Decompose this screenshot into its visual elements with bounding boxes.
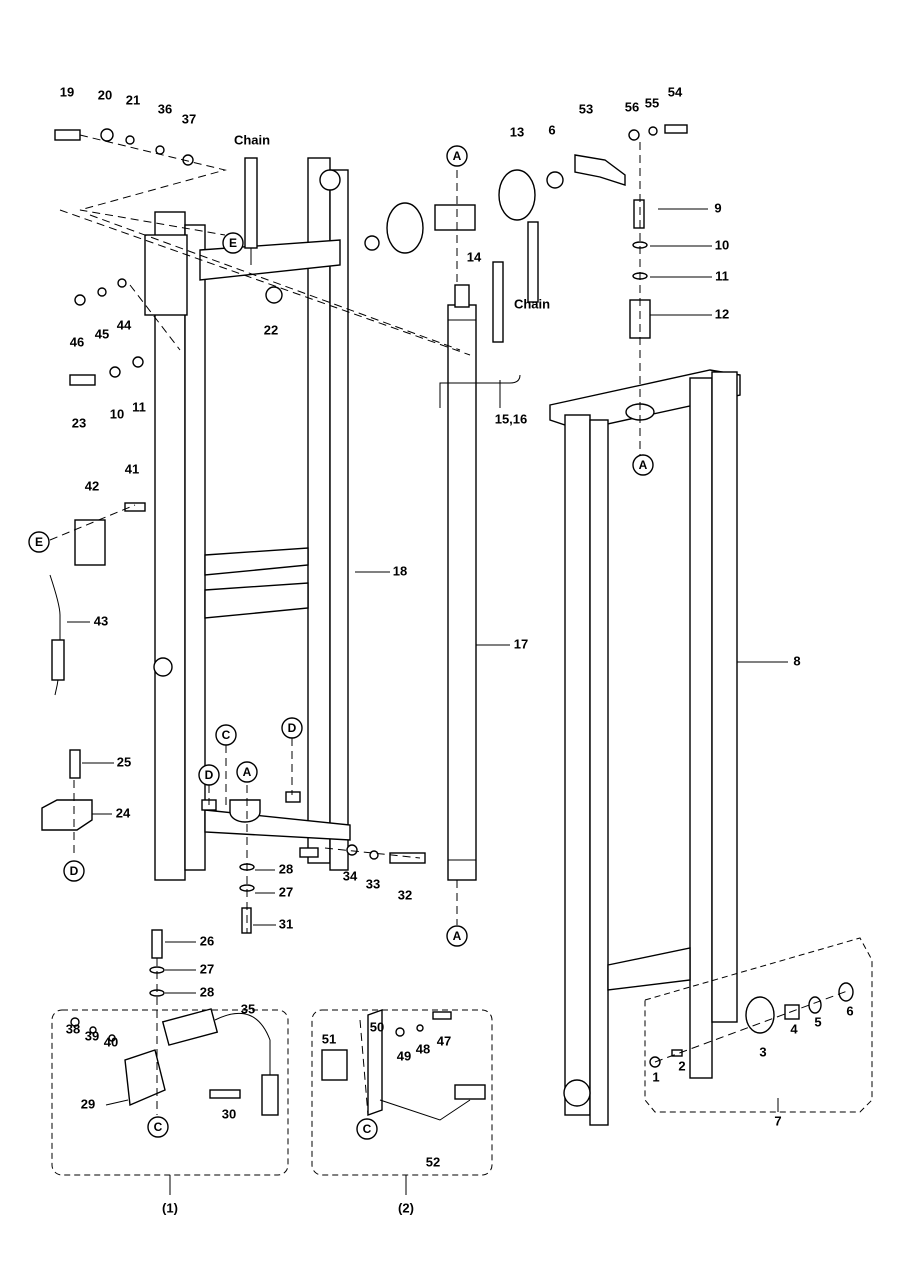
svg-text:E: E	[229, 236, 237, 250]
callout-18: 18	[393, 563, 407, 578]
callout-5: 5	[814, 1014, 821, 1029]
callout-13: 13	[510, 124, 524, 139]
callout-29: 29	[81, 1096, 95, 1111]
small-parts-left	[41, 128, 426, 997]
callout-2: 2	[678, 1058, 685, 1073]
svg-text:A: A	[453, 929, 462, 943]
callout-21: 21	[126, 92, 140, 107]
callout-10-right: 10	[715, 237, 729, 252]
svg-text:D: D	[205, 768, 214, 782]
svg-text:A: A	[453, 149, 462, 163]
callout-28-upper: 28	[279, 861, 293, 876]
callout-46: 46	[70, 334, 84, 349]
lift-cylinder-17	[439, 284, 521, 881]
callout-10-left: 10	[110, 406, 124, 421]
callout-labels: 19 20 21 36 37 Chain 13 6 53 56 55 54 9 …	[60, 84, 854, 1215]
callout-36: 36	[158, 101, 172, 116]
callout-48: 48	[416, 1041, 430, 1056]
callout-26: 26	[200, 933, 214, 948]
assembly-lines	[49, 134, 851, 1116]
svg-text:E: E	[35, 535, 43, 549]
ref-marker-a: A	[632, 454, 654, 476]
callout-25: 25	[117, 754, 131, 769]
callout-27-lower: 27	[200, 961, 214, 976]
callout-35: 35	[241, 1001, 255, 1016]
ref-marker-d: D	[281, 717, 303, 739]
callout-6-right: 6	[846, 1003, 853, 1018]
callout-56: 56	[625, 99, 639, 114]
kit-7-box	[644, 937, 873, 1113]
ref-marker-a: A	[236, 761, 258, 783]
callout-49: 49	[397, 1048, 411, 1063]
outer-mast-8	[549, 369, 741, 1126]
ref-marker-d: D	[198, 764, 220, 786]
callout-55: 55	[645, 95, 659, 110]
callout-37: 37	[182, 111, 196, 126]
callout-15-16: 15,16	[495, 411, 528, 426]
callout-45: 45	[95, 326, 109, 341]
svg-text:C: C	[222, 728, 231, 742]
callout-52: 52	[426, 1154, 440, 1169]
sheave-assembly	[364, 124, 688, 343]
ref-marker-e: E	[222, 232, 244, 254]
svg-text:D: D	[288, 721, 297, 735]
ref-marker-a: A	[446, 145, 468, 167]
ref-marker-c: C	[147, 1116, 169, 1138]
callout-28-lower: 28	[200, 984, 214, 999]
callout-3: 3	[759, 1044, 766, 1059]
svg-text:C: C	[363, 1122, 372, 1136]
callout-chain-right: Chain	[514, 296, 550, 311]
callout-40: 40	[104, 1034, 118, 1049]
ref-marker-d: D	[63, 860, 85, 882]
callout-9: 9	[714, 200, 721, 215]
svg-text:A: A	[639, 458, 648, 472]
callout-41: 41	[125, 461, 139, 476]
callout-chain-left: Chain	[234, 132, 270, 147]
callout-24: 24	[116, 805, 131, 820]
kit-label-2: (2)	[398, 1200, 414, 1215]
callout-50: 50	[370, 1019, 384, 1034]
callout-53: 53	[579, 101, 593, 116]
callout-54: 54	[668, 84, 683, 99]
ref-marker-e: E	[28, 531, 50, 553]
callout-4: 4	[790, 1021, 798, 1036]
callout-11-right: 11	[715, 268, 729, 283]
kit-label-1: (1)	[162, 1200, 178, 1215]
ref-marker-c: C	[356, 1118, 378, 1140]
callout-34: 34	[343, 868, 358, 883]
callout-31: 31	[279, 916, 293, 931]
callout-8: 8	[793, 653, 800, 668]
ref-marker-a: A	[446, 925, 468, 947]
callout-19: 19	[60, 84, 74, 99]
chain-left	[244, 157, 258, 265]
callout-7: 7	[774, 1113, 781, 1128]
svg-text:C: C	[154, 1120, 163, 1134]
leader-lines	[67, 208, 788, 1195]
callout-11-left: 11	[132, 399, 146, 414]
ref-marker-c: C	[215, 724, 237, 746]
callout-20: 20	[98, 87, 112, 102]
callout-30: 30	[222, 1106, 236, 1121]
kit-2-box	[311, 1009, 493, 1176]
callout-1: 1	[652, 1069, 659, 1084]
callout-44: 44	[117, 317, 132, 332]
callout-12: 12	[715, 306, 729, 321]
callout-42: 42	[85, 478, 99, 493]
callout-47: 47	[437, 1033, 451, 1048]
svg-text:D: D	[70, 864, 79, 878]
callout-23: 23	[72, 415, 86, 430]
svg-text:A: A	[243, 765, 252, 779]
callout-17: 17	[514, 636, 528, 651]
callout-38: 38	[66, 1021, 80, 1036]
callout-27-upper: 27	[279, 884, 293, 899]
callout-6-top: 6	[548, 122, 555, 137]
callout-32: 32	[398, 887, 412, 902]
reference-markers: A E A E C D A D D A C C	[28, 145, 654, 1140]
callout-22: 22	[264, 322, 278, 337]
callout-51: 51	[322, 1031, 336, 1046]
callout-14: 14	[467, 249, 482, 264]
callout-39: 39	[85, 1028, 99, 1043]
callout-33: 33	[366, 876, 380, 891]
callout-43: 43	[94, 613, 108, 628]
